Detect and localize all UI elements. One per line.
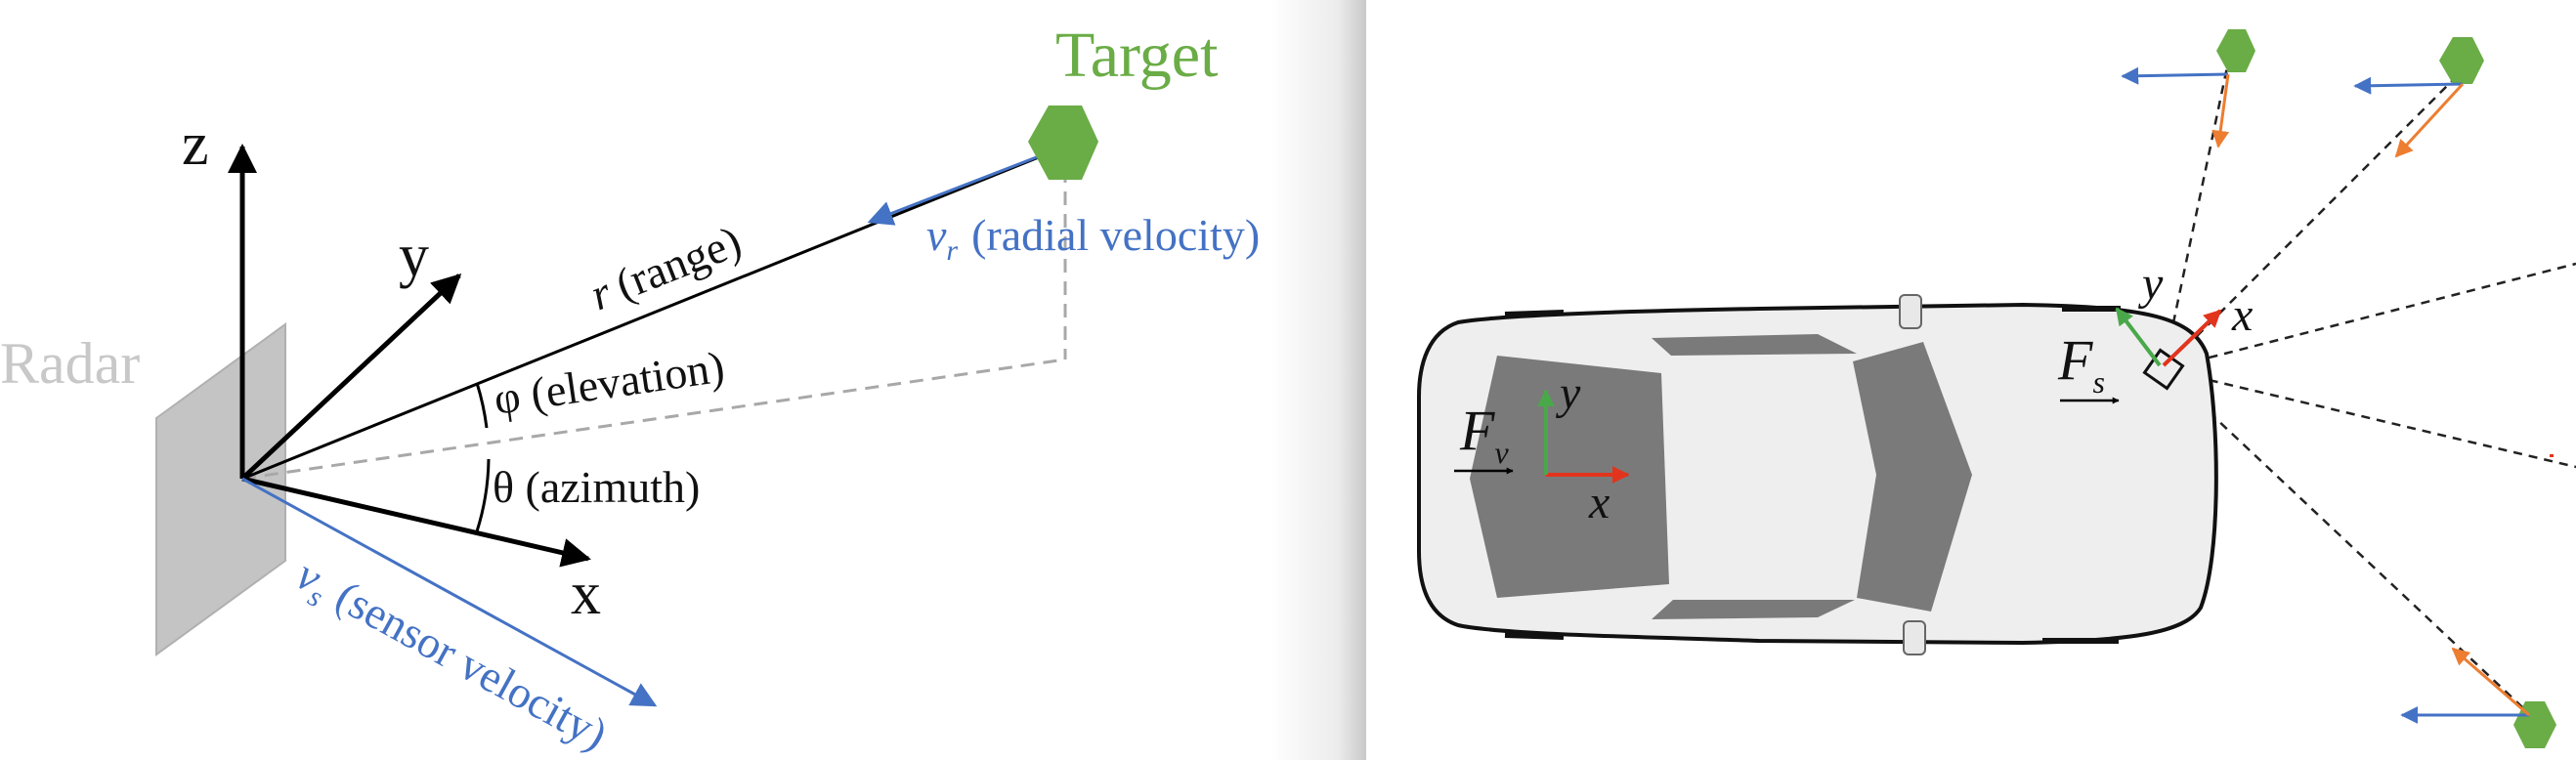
panel-divider-shading — [1270, 0, 1366, 760]
elevation-label: φ (elevation) — [491, 342, 727, 424]
ray-to-target-1 — [2162, 62, 2230, 370]
ray-offscreen-right-2 — [2163, 367, 2576, 469]
detection-point — [2550, 454, 2554, 457]
y-axis — [240, 273, 462, 481]
car-top-view — [1417, 294, 2218, 655]
mirror-bottom — [1903, 620, 1926, 655]
target-1-hexagon — [2216, 29, 2255, 72]
radial-velocity-text: (radial velocity) — [971, 210, 1260, 260]
radar-plate — [155, 322, 286, 656]
x-axis — [241, 476, 591, 568]
target-2-radial-arrow — [2394, 82, 2465, 158]
vehicle-frame: x y Fv — [1454, 367, 1630, 528]
azimuth-arc — [475, 458, 491, 532]
vehicle-frame-x-label: x — [1588, 477, 1610, 528]
target-2 — [2353, 37, 2484, 158]
sensor-frame-x-axis — [2162, 309, 2222, 367]
y-axis-label: y — [399, 223, 429, 289]
target-2-hexagon — [2439, 37, 2484, 84]
wheel-hint-rear-top — [1504, 310, 1565, 317]
azimuth-label: θ (azimuth) — [493, 462, 700, 512]
left-panel-radar-geometry: Radar z y x r(range) φ (elevation) θ (az… — [0, 20, 1260, 760]
target-3-radial-arrow — [2451, 647, 2530, 717]
radial-velocity-var: v — [926, 210, 947, 260]
z-axis-label: z — [182, 111, 209, 178]
side-window-bottom — [1652, 600, 1855, 619]
target-1-radial-arrow — [2211, 73, 2230, 148]
target-3 — [2400, 647, 2556, 748]
sensor-frame-x-label: x — [2231, 289, 2253, 341]
sensor-frame: x y Fs — [2057, 258, 2253, 404]
sensor-frame-symbol-main: F — [2057, 328, 2093, 392]
target-1-velocity-arrow — [2121, 66, 2229, 85]
ground-projection-line — [241, 358, 1066, 481]
sensor-frame-symbol-sub: s — [2092, 364, 2104, 400]
target-2-velocity-arrow — [2353, 76, 2464, 95]
sensor-frame-symbol: Fs — [2057, 328, 2105, 400]
radial-velocity-sub: r — [946, 234, 958, 267]
sensor-velocity-label: vs(sensor velocity) — [285, 549, 616, 760]
target-3-hexagon — [2513, 701, 2556, 748]
sensor-velocity-arrow — [241, 477, 658, 707]
radial-velocity-label: vr (radial velocity) — [926, 210, 1260, 267]
target-1 — [2121, 29, 2255, 148]
vehicle-frame-y-label: y — [1555, 367, 1581, 419]
radial-velocity-arrow — [867, 149, 1052, 226]
ray-offscreen-right-1 — [2163, 262, 2576, 371]
elevation-arc — [475, 382, 489, 429]
right-panel-vehicle-radar: x y Fv x y Fs — [1417, 29, 2576, 748]
x-axis-label: x — [571, 561, 601, 627]
side-window-top — [1652, 334, 1857, 356]
range-text: (range) — [609, 216, 748, 310]
range-line — [241, 145, 1066, 481]
sensor-frame-y-label: y — [2137, 258, 2164, 310]
windshield — [1853, 342, 1972, 612]
sensor-frame-y-axis — [2115, 307, 2162, 367]
ray-to-target-3 — [2163, 368, 2538, 722]
mirror-top — [1899, 294, 1922, 329]
vehicle-frame-symbol: Fv — [1459, 399, 1509, 470]
target-hexagon — [1028, 106, 1098, 180]
vehicle-frame-symbol-sub: v — [1494, 435, 1509, 470]
wheel-hint-rear-bottom — [1504, 632, 1565, 640]
range-label: r(range) — [583, 216, 748, 319]
vehicle-frame-symbol-main: F — [1459, 399, 1495, 462]
target-label: Target — [1055, 20, 1218, 91]
radar-label: Radar — [0, 331, 140, 396]
